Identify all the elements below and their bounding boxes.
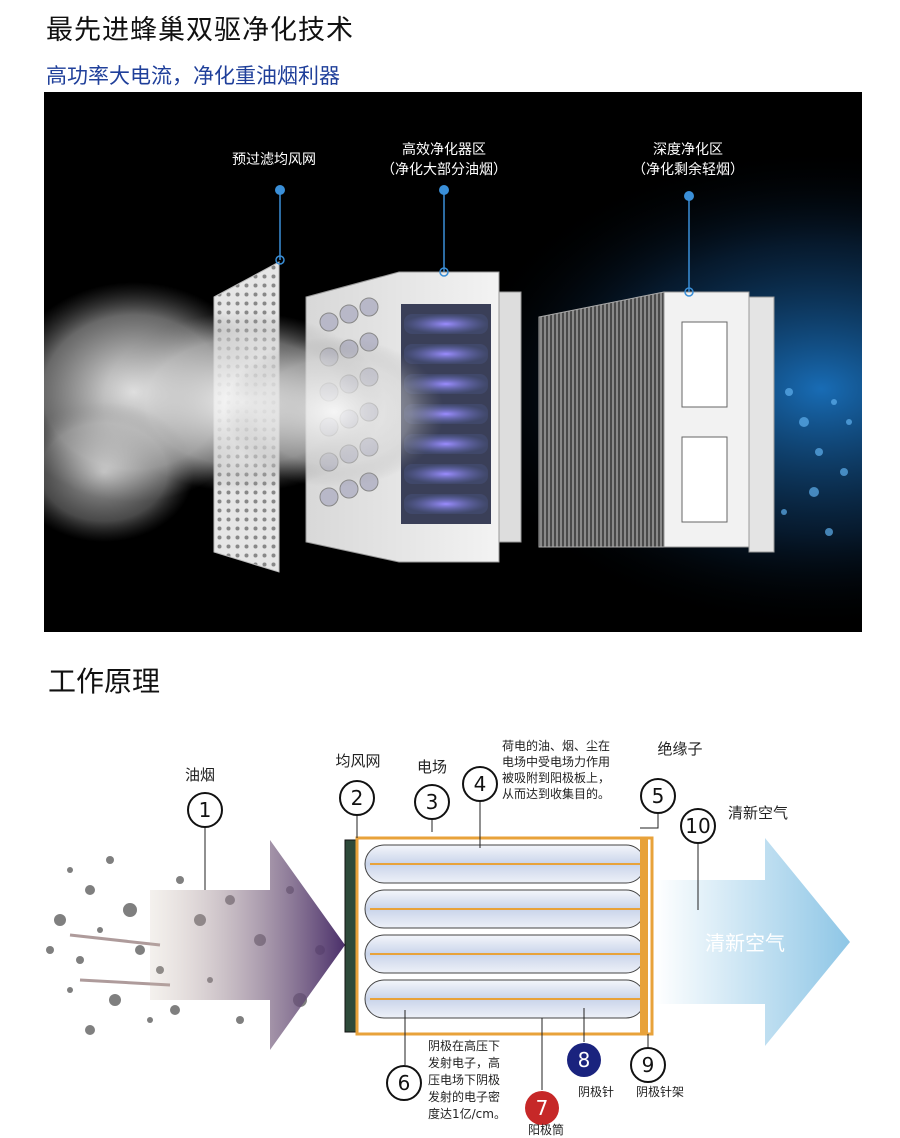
air-equalizer-grille	[344, 839, 358, 1033]
num-9: 9	[642, 1053, 655, 1077]
num-8: 8	[578, 1048, 591, 1072]
num-5: 5	[652, 784, 665, 808]
svg-text:发射电子，高: 发射电子，高	[428, 1055, 500, 1070]
label-cathode-rack: 阴极针架	[636, 1084, 684, 1099]
label-anode-tube: 阳极筒	[528, 1122, 564, 1137]
callout-dot-2	[439, 185, 449, 195]
svg-text:从而达到收集目的。: 从而达到收集目的。	[502, 786, 610, 801]
section-title-principle: 工作原理	[48, 665, 161, 698]
num-4: 4	[474, 772, 487, 796]
label-equalizer: 均风网	[335, 752, 380, 770]
clean-air-arrow	[655, 838, 850, 1046]
label-insulator: 绝缘子	[657, 740, 702, 758]
svg-text:度达1亿/cm。: 度达1亿/cm。	[428, 1106, 506, 1121]
label-electric-field: 电场	[417, 758, 447, 776]
label-oil-smoke: 油烟	[185, 766, 215, 784]
cathode-pins	[370, 863, 640, 1000]
dirty-air-arrow	[150, 840, 345, 1050]
num-1: 1	[199, 798, 212, 822]
clean-air-arrow-text: 清新空气	[705, 931, 785, 955]
page-title: 最先进蜂巢双驱净化技术	[46, 15, 354, 46]
num-6: 6	[398, 1071, 411, 1095]
callout-dot-1	[275, 185, 285, 195]
label-deep-zone: 深度净化区	[653, 142, 723, 158]
label-cathode-pin: 阴极针	[578, 1084, 614, 1099]
svg-text:阴极在高压下: 阴极在高压下	[428, 1038, 500, 1053]
badge-8	[567, 1043, 601, 1077]
num-10: 10	[685, 814, 710, 838]
electric-field-frame	[355, 836, 654, 1036]
smoke-cloud	[44, 282, 444, 542]
svg-text:电场中受电场力作用: 电场中受电场力作用	[502, 754, 610, 769]
label-pre-filter: 预过滤均风网	[232, 152, 316, 168]
label-clean-air: 清新空气	[728, 804, 788, 822]
note-6: 阴极在高压下 发射电子，高 压电场下阴极 发射的电子密 度达1亿/cm。	[428, 1038, 506, 1121]
num-2: 2	[351, 786, 364, 810]
label-efficient-zone: 高效净化器区	[402, 141, 486, 158]
callout-dot-3	[684, 191, 694, 201]
svg-text:被吸附到阳极板上，: 被吸附到阳极板上，	[502, 771, 610, 785]
page-subtitle: 高功率大电流，净化重油烟利器	[46, 64, 340, 88]
note-4: 荷电的油、烟、尘在 电场中受电场力作用 被吸附到阳极板上， 从而达到收集目的。	[502, 738, 610, 801]
svg-text:荷电的油、烟、尘在: 荷电的油、烟、尘在	[502, 738, 610, 753]
svg-text:发射的电子密: 发射的电子密	[428, 1089, 500, 1104]
num-7: 7	[536, 1096, 549, 1120]
num-3: 3	[426, 790, 439, 814]
badge-7	[525, 1091, 559, 1125]
deep-purification-panel	[538, 291, 665, 548]
anode-tubes	[364, 844, 646, 1019]
label-efficient-zone-note: （净化大部分油烟）	[381, 162, 507, 178]
filter-stages-illustration: 预过滤均风网 高效净化器区 （净化大部分油烟） 深度净化区 （净化剩余轻烟）	[44, 92, 862, 632]
cathode-pin-rack	[640, 838, 648, 1034]
working-principle-diagram: 清新空气 1 2 3 4 5 10 6 7 8 9 油烟 均风网 电场 绝缘子 …	[46, 738, 850, 1137]
label-deep-zone-note: （净化剩余轻烟）	[632, 161, 744, 178]
svg-text:压电场下阴极: 压电场下阴极	[428, 1073, 500, 1087]
